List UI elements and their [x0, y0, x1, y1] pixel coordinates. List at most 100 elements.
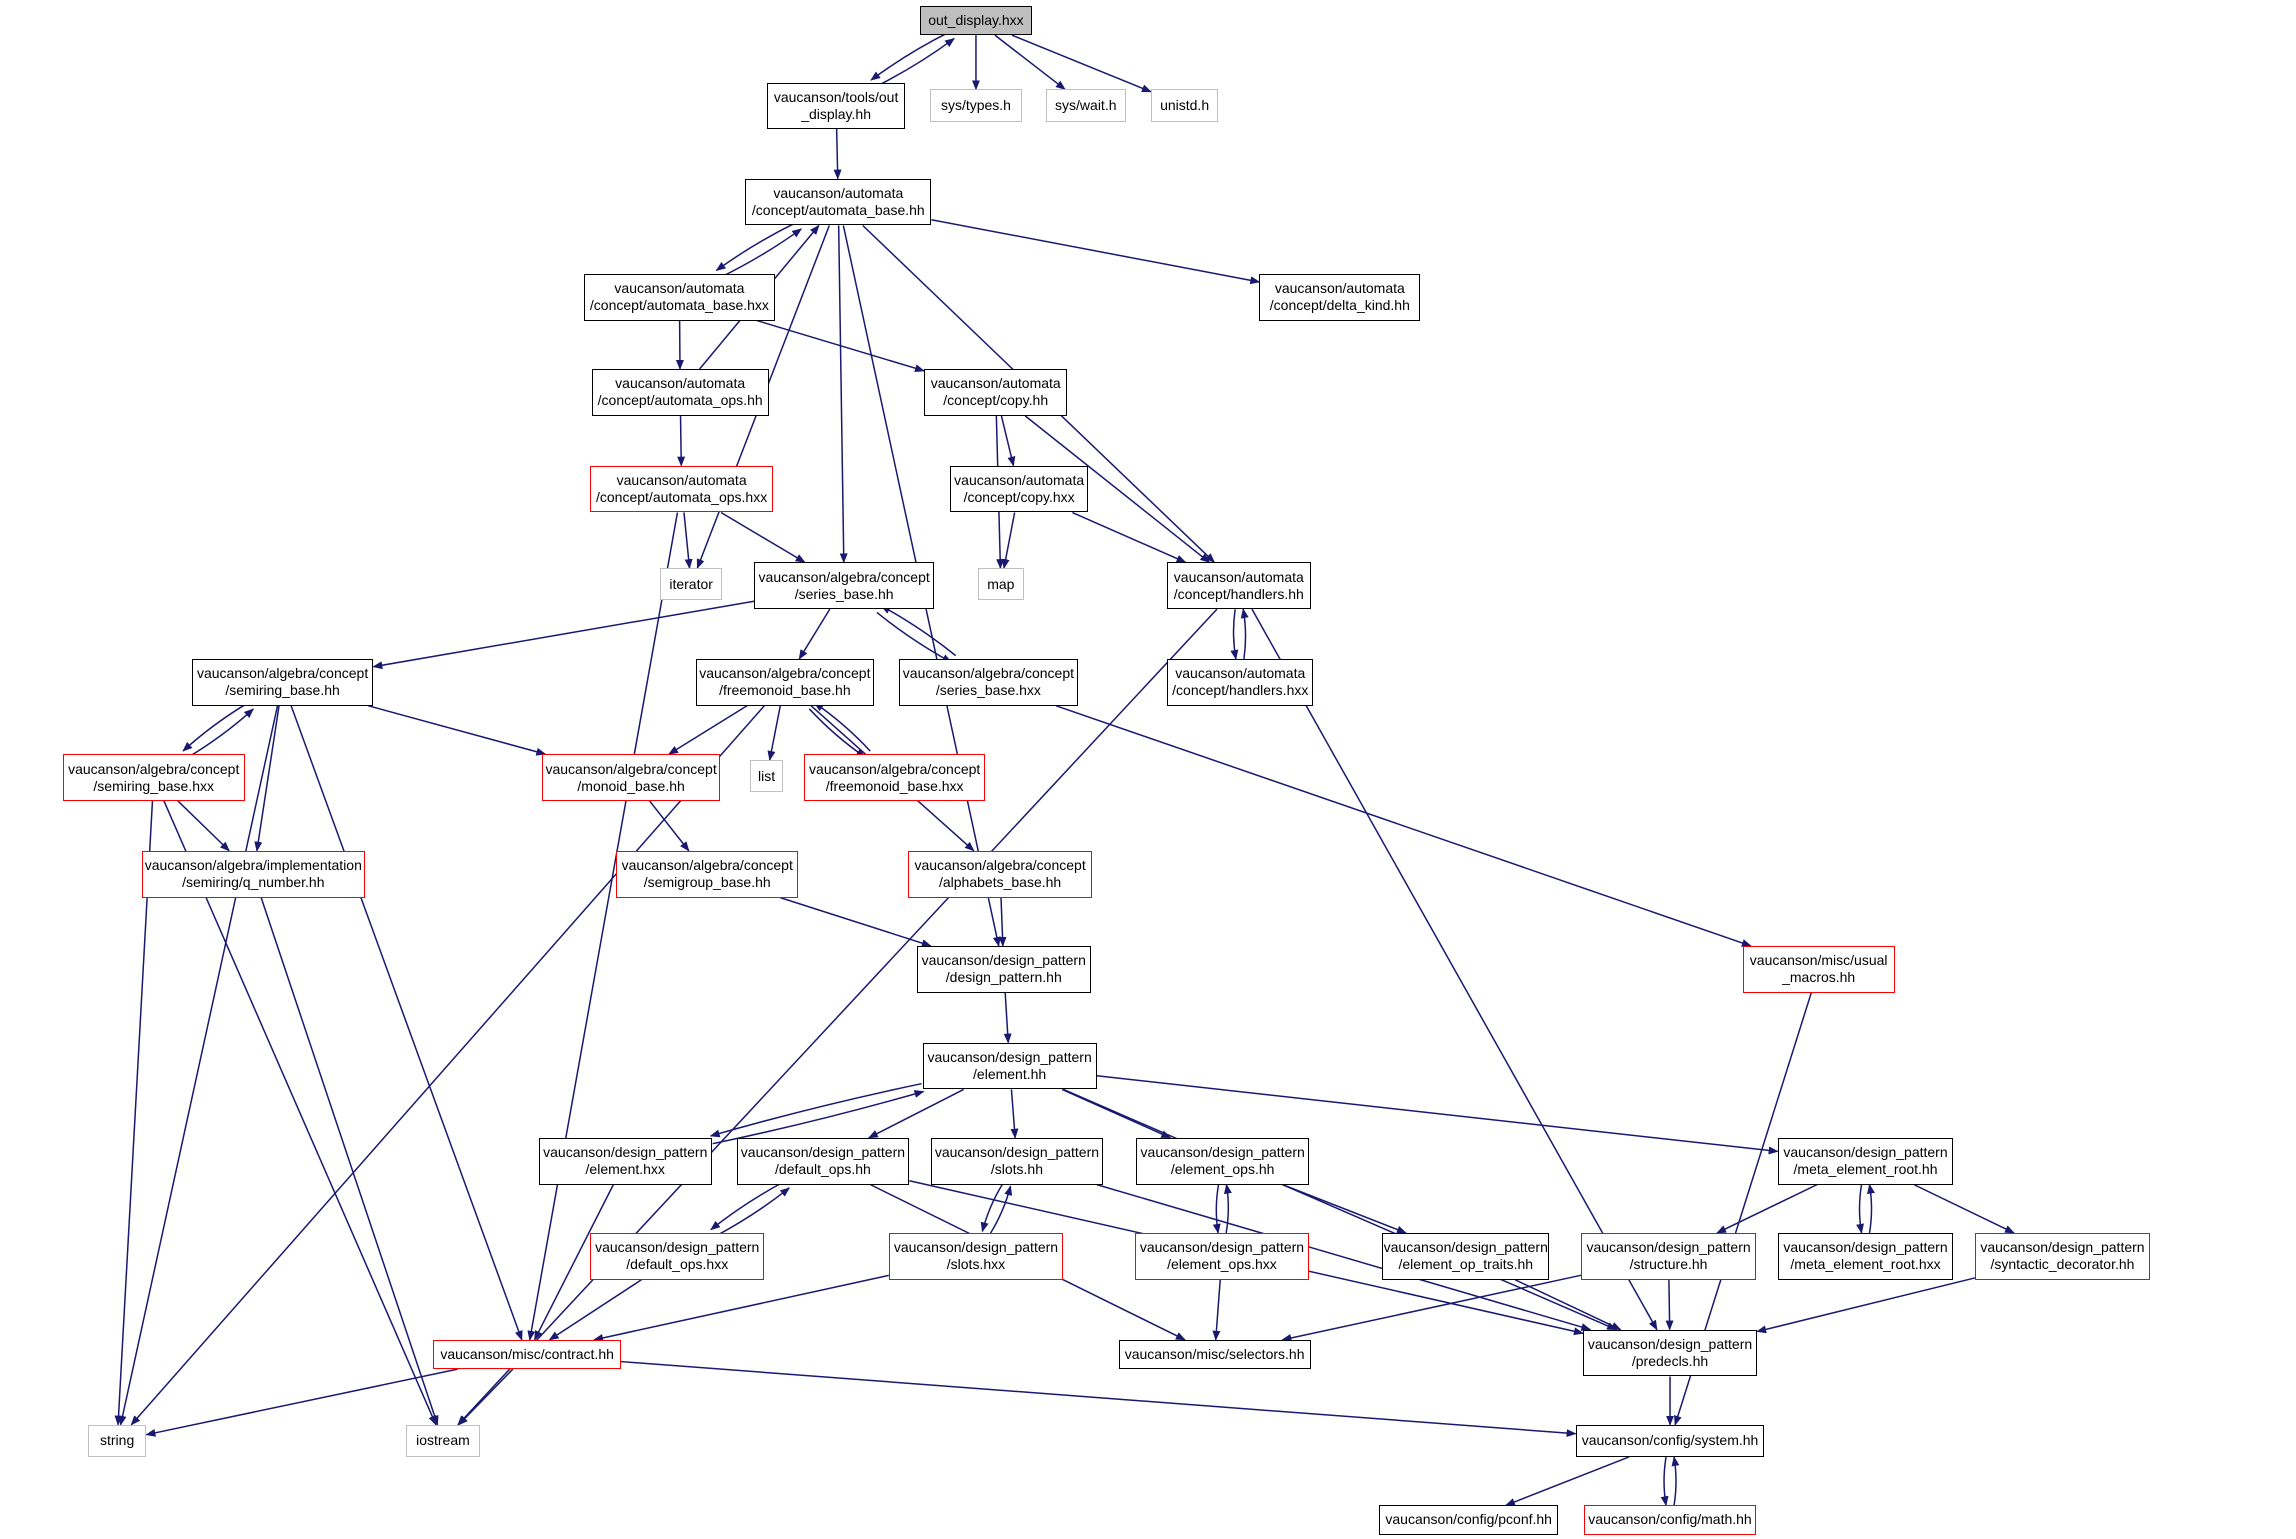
edge-element-ops-hxx-to-element-ops-hh	[1223, 1183, 1232, 1234]
edge-element-ops-hxx-to-selectors-hh	[1212, 1279, 1221, 1341]
edge-structure-hh-to-selectors-hh	[1281, 1274, 1582, 1342]
edge-handlers-hxx-to-handlers-hh	[1240, 608, 1249, 659]
node-contract-hh[interactable]: vaucanson/misc/contract.hh	[433, 1339, 621, 1370]
edge-semiring-base-hh-to-contract-hh	[290, 705, 523, 1341]
node-automata-base-hxx[interactable]: vaucanson/automata /concept/automata_bas…	[584, 273, 775, 321]
edge-semiring-base-hh-to-string	[118, 705, 279, 1426]
edge-automata-base-hh-to-series-base-hh	[837, 225, 848, 564]
edge-series-base-hh-to-freemonoid-base-hh	[798, 608, 831, 660]
edge-tools-out-display-hh-to-out-display-hxx	[874, 37, 955, 88]
node-freemonoid-base-hxx[interactable]: vaucanson/algebra/concept /freemonoid_ba…	[803, 754, 986, 801]
edge-automata-base-hh-to-delta-kind-hh	[931, 218, 1261, 285]
edge-series-base-hxx-to-series-base-hh	[880, 605, 957, 657]
node-handlers-hh[interactable]: vaucanson/automata /concept/handlers.hh	[1167, 562, 1311, 610]
edge-math-hh-to-system-hh	[1671, 1455, 1680, 1506]
edge-element-hh-to-meta-element-root-hh	[1096, 1074, 1779, 1155]
edge-automata-base-hxx-to-automata-base-hh	[720, 228, 803, 278]
node-slots-hh[interactable]: vaucanson/design_pattern /slots.hh	[931, 1137, 1103, 1185]
node-iostream: iostream	[405, 1424, 481, 1457]
edge-meta-element-root-hh-to-structure-hh	[1716, 1183, 1818, 1234]
node-out-display-hxx: out_display.hxx	[919, 5, 1033, 36]
node-sys-wait-h: sys/wait.h	[1045, 89, 1127, 122]
node-default-ops-hxx[interactable]: vaucanson/design_pattern /default_ops.hx…	[590, 1232, 765, 1280]
edge-system-hh-to-pconf-hh	[1505, 1456, 1630, 1506]
node-series-base-hh[interactable]: vaucanson/algebra/concept /series_base.h…	[754, 562, 935, 610]
edge-syntactic-decorator-hh-to-predecls-hh	[1756, 1277, 1976, 1334]
node-element-op-traits-hh[interactable]: vaucanson/design_pattern /element_op_tra…	[1382, 1232, 1550, 1280]
node-syntactic-decorator-hh[interactable]: vaucanson/design_pattern /syntactic_deco…	[1975, 1232, 2150, 1280]
node-structure-hh[interactable]: vaucanson/design_pattern /structure.hh	[1581, 1232, 1756, 1280]
edge-freemonoid-base-hh-to-freemonoid-base-hxx	[808, 708, 866, 758]
node-meta-element-root-hxx[interactable]: vaucanson/design_pattern /meta_element_r…	[1777, 1232, 1954, 1280]
node-sys-types-h: sys/types.h	[929, 89, 1023, 122]
node-element-ops-hh[interactable]: vaucanson/design_pattern /element_ops.hh	[1136, 1137, 1310, 1185]
edge-system-hh-to-math-hh	[1660, 1456, 1669, 1507]
node-element-hh[interactable]: vaucanson/design_pattern /element.hh	[922, 1042, 1097, 1090]
node-system-hh[interactable]: vaucanson/config/system.hh	[1575, 1424, 1765, 1457]
edge-semigroup-base-hh-to-design-pattern-hh	[780, 896, 932, 947]
edge-semiring-base-hxx-to-semiring-base-hh	[187, 708, 255, 758]
node-element-ops-hxx[interactable]: vaucanson/design_pattern /element_ops.hx…	[1134, 1232, 1310, 1280]
node-automata-ops-hxx[interactable]: vaucanson/automata /concept/automata_ops…	[590, 465, 774, 513]
node-selectors-hh[interactable]: vaucanson/misc/selectors.hh	[1118, 1339, 1311, 1370]
edge-slots-hh-to-predecls-hh	[1096, 1183, 1592, 1331]
node-unistd-h: unistd.h	[1150, 89, 1219, 122]
edge-default-ops-hxx-to-default-ops-hh	[714, 1187, 791, 1237]
node-series-base-hxx[interactable]: vaucanson/algebra/concept /series_base.h…	[899, 658, 1078, 706]
edge-element-hh-to-slots-hh	[1010, 1089, 1019, 1139]
node-math-hh[interactable]: vaucanson/config/math.hh	[1584, 1505, 1756, 1535]
node-usual-macros-hh[interactable]: vaucanson/misc/usual _macros.hh	[1742, 945, 1895, 993]
node-copy-hxx[interactable]: vaucanson/automata /concept/copy.hxx	[950, 465, 1088, 513]
edge-freemonoid-base-hh-to-string	[130, 705, 765, 1426]
node-semiring-base-hxx[interactable]: vaucanson/algebra/concept /semiring_base…	[62, 754, 245, 801]
node-copy-hh[interactable]: vaucanson/automata /concept/copy.hh	[923, 369, 1068, 416]
edge-element-hh-to-element-hxx	[709, 1082, 922, 1138]
node-pconf-hh[interactable]: vaucanson/config/pconf.hh	[1379, 1505, 1558, 1535]
node-slots-hxx[interactable]: vaucanson/design_pattern /slots.hxx	[888, 1232, 1064, 1280]
node-handlers-hxx[interactable]: vaucanson/automata /concept/handlers.hxx	[1167, 658, 1314, 706]
node-delta-kind-hh[interactable]: vaucanson/automata /concept/delta_kind.h…	[1259, 273, 1421, 321]
edge-slots-hh-to-slots-hxx	[980, 1182, 1004, 1233]
edge-series-base-hxx-to-usual-macros-hh	[1055, 705, 1752, 947]
node-semiring-base-hh[interactable]: vaucanson/algebra/concept /semiring_base…	[191, 658, 374, 706]
node-default-ops-hh[interactable]: vaucanson/design_pattern /default_ops.hh	[736, 1137, 910, 1185]
node-q-number-hh[interactable]: vaucanson/algebra/implementation /semiri…	[142, 850, 365, 898]
edge-semiring-base-hh-to-q-number-hh	[254, 705, 280, 852]
edge-default-ops-hxx-to-contract-hh	[548, 1279, 642, 1341]
node-automata-base-hh[interactable]: vaucanson/automata /concept/automata_bas…	[745, 178, 932, 226]
edge-meta-element-root-hxx-to-meta-element-root-hh	[1867, 1183, 1875, 1234]
edge-automata-ops-hxx-to-iterator	[683, 512, 693, 570]
node-tools-out-display-hh[interactable]: vaucanson/tools/out _display.hh	[767, 83, 905, 129]
node-automata-ops-hh[interactable]: vaucanson/automata /concept/automata_ops…	[591, 369, 769, 416]
edge-element-hh-to-default-ops-hh	[868, 1088, 965, 1139]
edge-semiring-base-hxx-to-q-number-hh	[177, 800, 230, 852]
edge-automata-base-hxx-to-copy-hh	[757, 319, 925, 373]
node-monoid-base-hh[interactable]: vaucanson/algebra/concept /monoid_base.h…	[541, 754, 721, 801]
edge-handlers-hh-to-iostream	[457, 608, 1218, 1426]
edge-freemonoid-base-hh-to-monoid-base-hh	[668, 705, 748, 755]
edge-automata-ops-hxx-to-contract-hh	[527, 512, 679, 1341]
node-semigroup-base-hh[interactable]: vaucanson/algebra/concept /semigroup_bas…	[616, 850, 799, 898]
edge-automata-base-hh-to-automata-base-hxx	[715, 221, 798, 272]
edge-copy-hxx-to-map	[1001, 512, 1016, 570]
node-element-hxx[interactable]: vaucanson/design_pattern /element.hxx	[538, 1137, 712, 1185]
node-list: list	[749, 759, 784, 793]
node-alphabets-base-hh[interactable]: vaucanson/algebra/concept /alphabets_bas…	[907, 850, 1093, 898]
edge-out-display-hxx-to-tools-out-display-hh	[870, 31, 951, 81]
node-string: string	[87, 1424, 147, 1457]
edge-copy-hh-to-handlers-hh	[1024, 415, 1211, 563]
edge-element-hh-to-predecls-hh	[1063, 1088, 1618, 1331]
edge-handlers-hh-to-predecls-hh	[1251, 608, 1658, 1331]
edge-contract-hh-to-iostream	[457, 1368, 514, 1426]
edge-out-display-hxx-to-sys-wait-h	[994, 34, 1066, 90]
edge-meta-element-root-hh-to-syntactic-decorator-hh	[1913, 1183, 2015, 1234]
node-design-pattern-hh[interactable]: vaucanson/design_pattern /design_pattern…	[916, 945, 1091, 993]
edge-semiring-base-hh-to-semiring-base-hxx	[182, 701, 249, 752]
node-freemonoid-base-hh[interactable]: vaucanson/algebra/concept /freemonoid_ba…	[695, 658, 875, 706]
edge-automata-ops-hh-to-automata-ops-hxx	[677, 415, 686, 467]
node-predecls-hh[interactable]: vaucanson/design_pattern /predecls.hh	[1582, 1329, 1758, 1377]
node-meta-element-root-hh[interactable]: vaucanson/design_pattern /meta_element_r…	[1777, 1137, 1954, 1185]
edge-monoid-base-hh-to-semigroup-base-hh	[648, 800, 690, 852]
edge-freemonoid-base-hxx-to-freemonoid-base-hh	[813, 702, 871, 752]
